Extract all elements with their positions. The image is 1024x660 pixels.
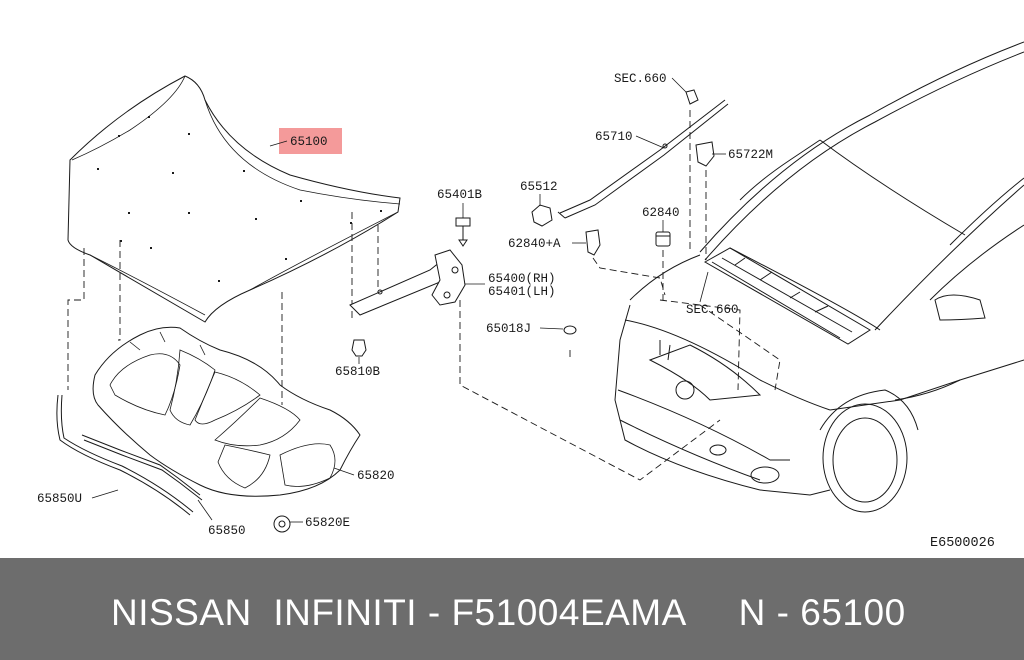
label-62840: 62840 <box>642 206 680 220</box>
hood-holes <box>97 116 382 282</box>
label-65850u: 65850U <box>37 492 82 506</box>
bumper-rubber-62840 <box>655 231 671 247</box>
label-65401-lh: 65401(LH) <box>488 285 556 299</box>
label-65400-rh: 65400(RH) <box>488 272 556 286</box>
hood-panel <box>67 75 401 323</box>
hood-seals <box>56 394 203 516</box>
bumper-rubber-62840a <box>585 229 601 256</box>
hood-hinge <box>349 249 466 316</box>
label-65850: 65850 <box>208 524 246 538</box>
hinge-bolt-65401b <box>455 217 471 247</box>
vehicle-outline <box>614 41 1024 513</box>
hood-assembly-illustration: 65100 SEC.660 65710 65722M 65512 62840 6… <box>37 41 1024 551</box>
part-callouts: SEC.660 65710 65722M 65512 62840 62840+A… <box>37 72 995 551</box>
grommet-65018j <box>563 325 577 335</box>
label-65820: 65820 <box>357 469 395 483</box>
stay-clip-65512 <box>531 204 553 227</box>
label-65722m: 65722M <box>728 148 773 162</box>
hood-stay <box>557 99 729 219</box>
label-65018j: 65018J <box>486 322 531 336</box>
part-number-caption: NISSAN INFINITI - F51004EAMA N - 65100 <box>111 592 906 633</box>
grommet-65820e <box>273 515 291 533</box>
parts-diagram: 65100 SEC.660 65710 65722M 65512 62840 6… <box>37 41 1024 551</box>
hood-insulator <box>92 326 361 497</box>
label-65820e: 65820E <box>305 516 350 530</box>
stay-clip-sec660 <box>685 89 699 105</box>
highlighted-part-callout: 65100 <box>269 128 342 154</box>
label-sec660-mid: SEC.660 <box>686 303 739 317</box>
footer-bar: NISSAN INFINITI - F51004EAMA N - 65100 <box>0 558 1024 660</box>
hood-leaders <box>67 212 721 481</box>
label-65401b: 65401B <box>437 188 483 202</box>
stay-holder-65722m <box>695 141 715 167</box>
label-65100: 65100 <box>290 135 328 149</box>
highlight-box <box>279 128 342 154</box>
label-65710: 65710 <box>595 130 633 144</box>
vehicle-leaders <box>592 110 781 391</box>
label-62840a: 62840+A <box>508 237 561 251</box>
diagram-code: E6500026 <box>930 536 995 551</box>
hinge-nut-65810b <box>351 339 367 357</box>
label-65810b: 65810B <box>335 365 381 379</box>
label-sec660-top: SEC.660 <box>614 72 667 86</box>
label-65512: 65512 <box>520 180 558 194</box>
